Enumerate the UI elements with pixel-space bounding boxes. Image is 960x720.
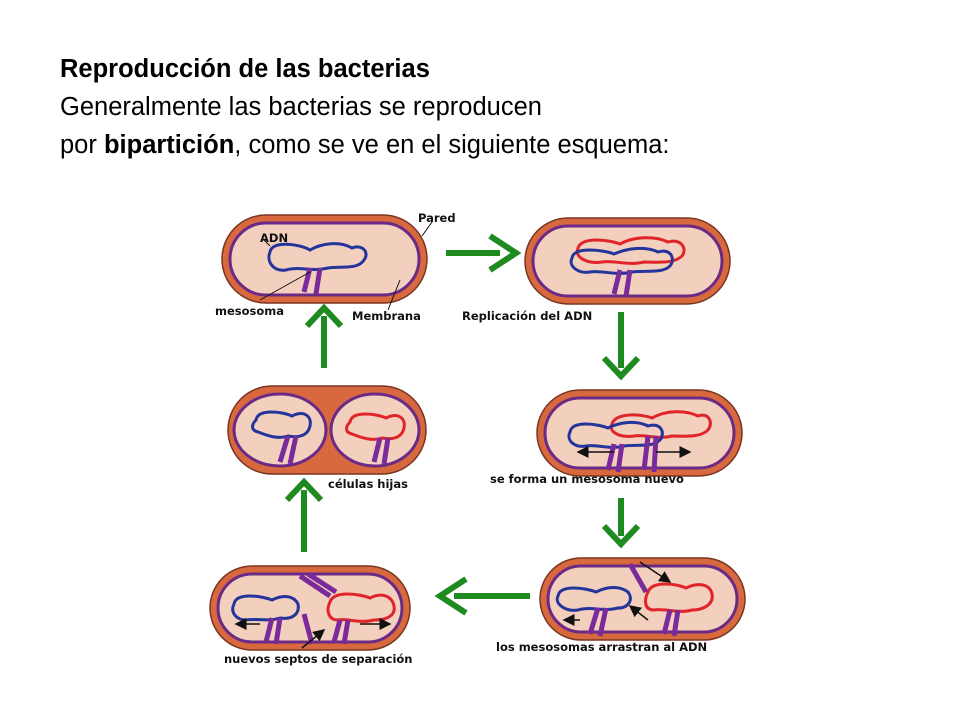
label-pared: Pared (418, 211, 456, 225)
label-membrana: Membrana (352, 309, 421, 323)
cell-initial (221, 214, 433, 311)
arrow-left (434, 576, 530, 616)
label-septos: nuevos septos de separación (224, 652, 413, 666)
mesosome-new (331, 619, 351, 645)
dna-copy (326, 592, 396, 623)
cell-new-septa (209, 565, 411, 651)
mesosome (277, 435, 299, 465)
heading: Reproducción de las bacterias Generalmen… (60, 50, 920, 164)
mesosome-new (371, 437, 391, 465)
bacteria-binary-fission-diagram: Pared ADN mesosoma Membrana Replicación … (209, 211, 746, 666)
cell-new-mesosome (536, 389, 743, 477)
mesosome-new (661, 609, 681, 637)
label-nuevo-mesosoma: se forma un mesosoma nuevo (490, 472, 684, 486)
intro-bold-term: bipartición (103, 131, 235, 159)
septum-lower (301, 613, 315, 645)
mesosome (587, 607, 609, 637)
cell-dna-replication (524, 217, 731, 305)
dna-original (251, 410, 312, 439)
mesosome (611, 269, 633, 297)
label-mesosoma: mesosoma (215, 304, 284, 318)
dna-original (267, 242, 368, 272)
label-hijas: células hijas (328, 477, 408, 491)
mesosome-new (641, 435, 659, 473)
arrow-right (446, 233, 522, 273)
page-title: Reproducción de las bacterias (60, 55, 430, 83)
dna-copy (345, 412, 406, 441)
cell-daughters (227, 385, 427, 475)
cell-dna-dragged (539, 557, 746, 641)
label-arrastran: los mesosomas arrastran al ADN (496, 640, 707, 654)
label-adn: ADN (260, 231, 288, 245)
mesosome (605, 443, 625, 473)
arrow-up-upper (304, 303, 344, 368)
dna-copy (609, 410, 712, 439)
intro-suffix: , como se ve en el siguiente esquema: (234, 131, 670, 159)
dna-copy (644, 582, 714, 613)
dna-original (555, 586, 632, 612)
arrow-down-upper (601, 312, 641, 381)
intro-line-2: por bipartición, como se ve en el siguie… (60, 126, 920, 164)
dna-original (569, 246, 674, 275)
septum-upper (298, 571, 338, 599)
arrow-up-lower (284, 477, 324, 552)
label-replicacion: Replicación del ADN (462, 309, 592, 323)
intro-prefix: por (60, 131, 104, 159)
arrow-down-lower (601, 498, 641, 549)
dna-copy (575, 236, 686, 265)
septum (627, 562, 649, 594)
mesosome (263, 617, 283, 645)
intro-line-1: Generalmente las bacterias se reproducen (60, 93, 542, 121)
